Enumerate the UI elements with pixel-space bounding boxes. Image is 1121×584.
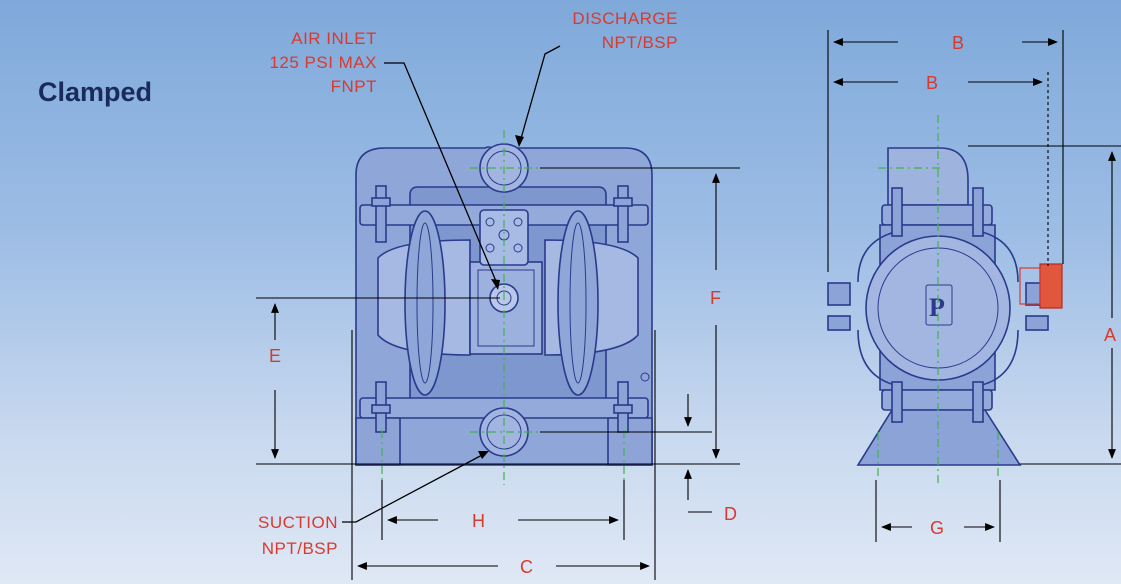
suction-line-1: SUCTION <box>258 513 338 532</box>
callout-suction: SUCTION NPT/BSP <box>258 451 489 558</box>
dimension-F: F <box>540 167 740 459</box>
front-centerlines <box>381 130 625 485</box>
dimension-G: G <box>875 480 1001 542</box>
air-inlet-line-2: 125 PSI MAX <box>269 53 377 72</box>
discharge-line-1: DISCHARGE <box>572 9 678 28</box>
air-inlet-line-1: AIR INLET <box>291 29 377 48</box>
dimension-label-F: F <box>710 288 721 308</box>
dimension-label-H: H <box>472 511 485 531</box>
dimension-D: D <box>540 394 737 524</box>
air-inlet-line-3: FNPT <box>331 77 377 96</box>
dimension-label-G: G <box>930 518 944 538</box>
dimension-B-inner: B <box>833 72 1049 266</box>
callout-air-inlet: AIR INLET 125 PSI MAX FNPT <box>269 29 500 290</box>
dimension-label-B-outer: B <box>952 33 964 53</box>
callout-discharge: DISCHARGE NPT/BSP <box>515 9 678 147</box>
dimension-label-A: A <box>1104 325 1116 345</box>
page-title: Clamped <box>38 77 152 107</box>
dimension-E: E <box>256 297 740 465</box>
dimension-A: A <box>968 145 1121 465</box>
dimension-label-B-inner: B <box>926 73 938 93</box>
svg-text:P: P <box>929 293 945 322</box>
suction-line-2: NPT/BSP <box>262 539 338 558</box>
side-centerlines <box>877 115 999 485</box>
dimension-label-C: C <box>520 557 533 577</box>
discharge-line-2: NPT/BSP <box>602 33 678 52</box>
dimension-H: H <box>381 480 625 540</box>
side-view-pump: P <box>827 147 1063 466</box>
dimension-label-D: D <box>724 504 737 524</box>
dimension-C: C <box>351 330 656 580</box>
dimension-label-E: E <box>269 346 281 366</box>
dimension-B-outer: B <box>827 30 1064 272</box>
front-view-pump <box>355 143 653 466</box>
